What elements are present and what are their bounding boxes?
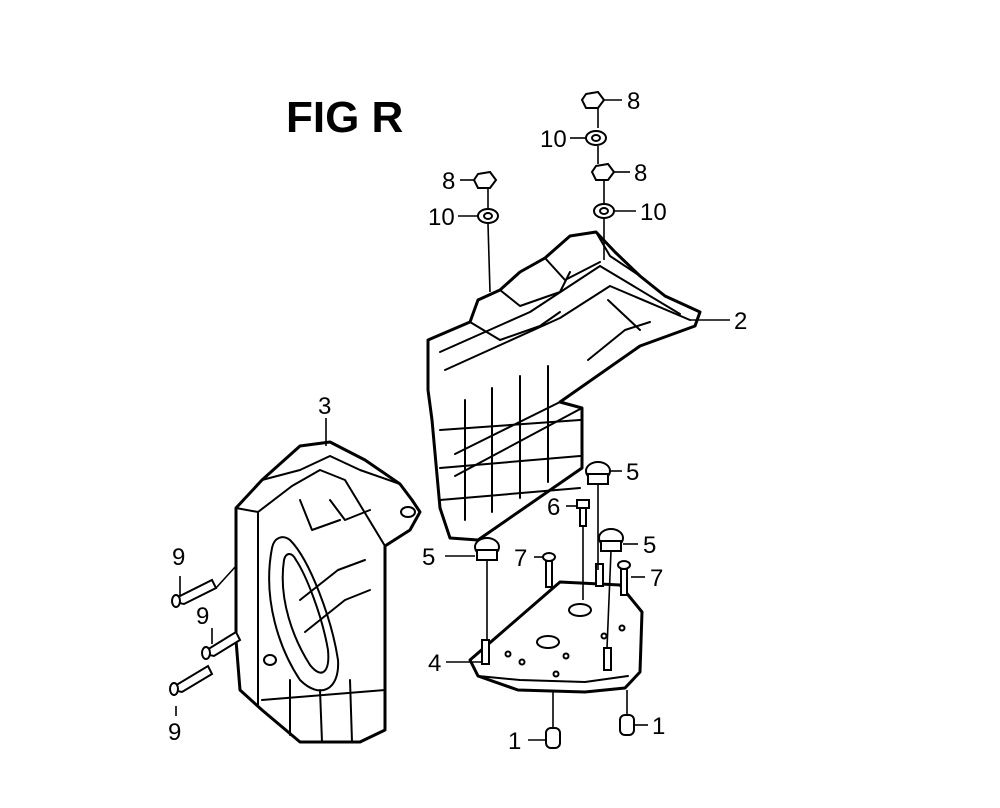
callout-9: 9 (172, 544, 185, 571)
callout-8: 8 (627, 88, 640, 115)
callout-1: 1 (508, 728, 521, 755)
callout-10: 10 (640, 199, 667, 226)
part-9-bolt-c (169, 664, 214, 696)
part-10-washer-a (585, 130, 607, 146)
part-8-nut-b (472, 170, 498, 189)
callout-6: 6 (547, 494, 560, 521)
callout-7: 7 (514, 545, 527, 572)
part-9-bolt-a (171, 578, 218, 608)
callout-10: 10 (540, 126, 567, 153)
callout-5: 5 (643, 532, 656, 559)
part-10-washer-b (477, 208, 499, 224)
part-6-bolt (576, 499, 590, 527)
callout-2: 2 (734, 308, 747, 335)
part-4-stud-c (603, 647, 612, 671)
figure-title: FIG R (286, 93, 403, 142)
part-10-washer-c (593, 203, 615, 219)
callout-9: 9 (168, 719, 181, 746)
part-7-screw-a (542, 552, 556, 588)
part-7-screw-b (617, 560, 631, 596)
callout-5: 5 (626, 459, 639, 486)
part-5-mount-b (474, 537, 500, 561)
callout-3: 3 (318, 393, 331, 420)
callout-8: 8 (634, 160, 647, 187)
part-1-foot-a (545, 727, 561, 749)
part-3-side-block (234, 440, 422, 744)
callout-9: 9 (196, 603, 209, 630)
callout-4: 4 (428, 650, 441, 677)
part-5-mount-a (585, 461, 611, 485)
callout-labels: 8 10 8 10 8 10 2 3 5 6 5 5 7 7 9 9 9 4 1… (168, 88, 747, 755)
leader-lines (175, 99, 730, 741)
part-4-stud-b (595, 563, 604, 587)
callout-8: 8 (442, 168, 455, 195)
callout-7: 7 (650, 565, 663, 592)
part-5-mount-c (598, 528, 624, 552)
part-1-foot-b (619, 714, 635, 736)
part-4-base-plate (468, 580, 644, 694)
part-9-bolt-b (201, 630, 242, 660)
part-4-stud-a (481, 639, 490, 665)
part-2-upper-bracket (426, 230, 702, 542)
callout-1: 1 (652, 713, 665, 740)
part-8-nut-c (590, 162, 616, 181)
callout-5: 5 (422, 544, 435, 571)
part-8-nut-a (580, 90, 606, 109)
callout-10: 10 (428, 204, 455, 231)
